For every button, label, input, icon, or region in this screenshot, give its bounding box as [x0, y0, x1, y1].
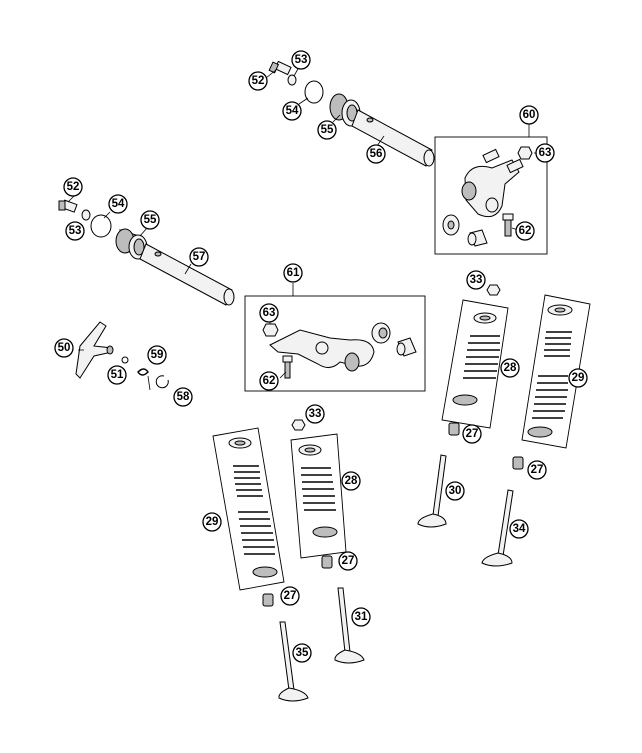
svg-text:58: 58 [177, 391, 190, 403]
callout-58: 58 [173, 387, 193, 407]
svg-text:33: 33 [309, 408, 322, 420]
svg-text:56: 56 [370, 148, 383, 160]
svg-text:62: 62 [263, 375, 276, 387]
callout-52-upper: 52 [248, 71, 268, 91]
decompression-lever-group [75, 321, 169, 391]
svg-text:57: 57 [193, 251, 206, 263]
valve-seals-right [448, 422, 524, 470]
callout-50: 50 [54, 338, 74, 358]
o-ring-54-lower [90, 214, 112, 238]
callout-53-upper: 53 [291, 50, 311, 70]
svg-text:62: 62 [519, 225, 532, 237]
callout-34: 34 [509, 519, 529, 539]
svg-text:52: 52 [252, 75, 265, 87]
washer-53-upper [287, 74, 297, 86]
lower-rocker-shaft-assembly [58, 199, 235, 306]
callout-55-lower: 55 [140, 210, 160, 230]
callout-62-box61: 62 [259, 371, 279, 391]
callout-61: 61 [283, 263, 303, 283]
washer-53-lower [81, 209, 91, 221]
valve-31 [334, 587, 365, 664]
svg-text:54: 54 [112, 198, 125, 210]
callout-27-left-a: 27 [338, 551, 358, 571]
svg-text:34: 34 [513, 523, 526, 535]
valve-spring-kit-29-left [212, 427, 285, 591]
svg-text:33: 33 [470, 274, 483, 286]
valve-30 [417, 454, 447, 528]
valve-spring-kit-28-right [441, 284, 509, 429]
valve-spring-kit-29-right [521, 294, 591, 449]
callout-33-left: 33 [305, 404, 325, 424]
callout-51: 51 [107, 365, 127, 385]
callout-29-right: 29 [568, 368, 588, 388]
svg-text:55: 55 [321, 124, 334, 136]
callout-labels: 52 53 54 55 56 60 63 62 52 54 53 55 57 6… [54, 50, 588, 663]
rocker-shaft-56 [351, 109, 435, 167]
upper-rocker-shaft-assembly [268, 60, 435, 167]
svg-text:52: 52 [67, 181, 80, 193]
callout-62-box60: 62 [515, 221, 535, 241]
svg-text:53: 53 [69, 225, 82, 237]
screw-52-lower [58, 199, 78, 213]
svg-text:31: 31 [355, 611, 368, 623]
svg-text:63: 63 [539, 147, 552, 159]
bush-55-lower [115, 228, 149, 260]
valve-spring-kit-28-left [290, 419, 347, 559]
callout-59: 59 [147, 345, 167, 365]
svg-text:55: 55 [144, 214, 157, 226]
callout-63-box60: 63 [535, 143, 555, 163]
svg-text:29: 29 [572, 372, 585, 384]
callout-27-right-b: 27 [527, 460, 547, 480]
svg-text:27: 27 [466, 428, 479, 440]
screw-52-upper [268, 60, 292, 76]
callout-60: 60 [519, 105, 539, 125]
svg-text:51: 51 [111, 369, 124, 381]
callout-55-upper: 55 [317, 120, 337, 140]
callout-33-right: 33 [466, 270, 486, 290]
callout-52-lower: 52 [63, 177, 83, 197]
svg-text:27: 27 [531, 464, 544, 476]
valve-35 [278, 621, 309, 702]
svg-text:35: 35 [296, 647, 309, 659]
svg-text:61: 61 [287, 267, 300, 279]
callout-29-left: 29 [202, 512, 222, 532]
callout-31: 31 [351, 607, 371, 627]
rocker-shaft-57 [139, 243, 235, 306]
callout-27-right-a: 27 [462, 424, 482, 444]
callout-54-upper: 54 [282, 101, 302, 121]
svg-text:28: 28 [504, 362, 517, 374]
svg-text:59: 59 [151, 349, 164, 361]
svg-text:63: 63 [263, 307, 276, 319]
svg-text:27: 27 [284, 590, 297, 602]
valve-34 [481, 489, 514, 567]
callout-35: 35 [292, 643, 312, 663]
rocker-arm-kit-60 [434, 124, 548, 255]
svg-text:50: 50 [58, 342, 71, 354]
o-ring-54-upper [304, 80, 324, 104]
callout-27-left-b: 27 [280, 586, 300, 606]
svg-text:30: 30 [449, 485, 462, 497]
rocker-arm-kit-61 [244, 283, 426, 392]
callout-28-right: 28 [500, 358, 520, 378]
svg-text:29: 29 [206, 516, 219, 528]
valve-seals-left [262, 555, 333, 607]
callout-57: 57 [189, 247, 209, 267]
callout-53-lower: 53 [65, 221, 85, 241]
bush-55-upper [329, 93, 361, 127]
svg-text:54: 54 [286, 105, 299, 117]
callout-30: 30 [445, 481, 465, 501]
svg-text:28: 28 [345, 475, 358, 487]
callout-28-left: 28 [341, 471, 361, 491]
callout-54-lower: 54 [108, 194, 128, 214]
callout-63-box61: 63 [259, 303, 279, 323]
callout-56: 56 [366, 144, 386, 164]
svg-text:27: 27 [342, 555, 355, 567]
svg-text:60: 60 [523, 109, 536, 121]
svg-text:53: 53 [295, 54, 308, 66]
